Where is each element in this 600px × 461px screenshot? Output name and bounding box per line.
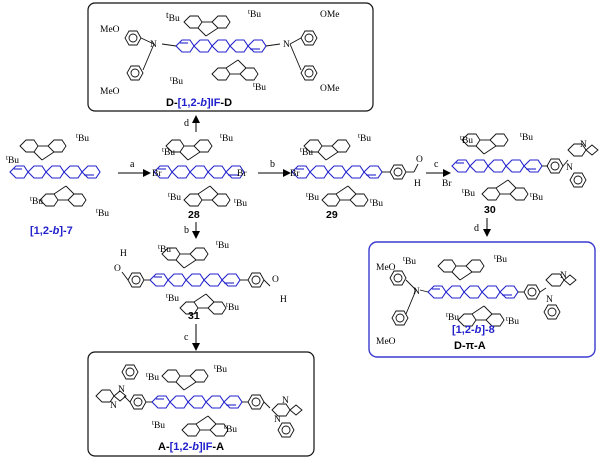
c29-tbu-3: tBu [306,191,319,203]
c31-tbu-1: tBu [158,243,171,255]
dd-tbu-1: tBu [166,11,180,24]
aa-n-2: N [110,401,117,411]
c31-label: 31 [188,310,200,322]
c29-label: 29 [326,209,338,221]
c8-n-bot: N [546,295,553,305]
c8-meo-top: MeO [376,263,396,273]
cond-d-up: d [184,118,189,129]
c31-o-left: O [114,264,121,274]
compound-7-molecule [9,139,101,207]
c29-o: O [416,155,423,165]
c31-o-right: O [272,275,279,285]
c28-tbu-4: tBu [234,197,247,209]
aa-tbu-1: tBu [146,371,159,383]
aa-label: A-[1,2-b]IF-A [158,441,224,453]
c8-n-top: N [560,271,567,281]
cond-d-down: d [474,223,479,234]
dd-ome-bot: OMe [320,84,340,94]
dd-n-left: N [150,40,157,50]
dd-meo-top: MeO [100,25,120,35]
compound-8-molecule [389,259,577,327]
aa-tbu-3: tBu [152,419,165,431]
dd-tbu-3: tBu [170,75,183,87]
aa-n-1: N [118,385,125,395]
cond-c-right: c [434,159,439,170]
aa-n-3: N [282,396,289,406]
c30-tbu-4: tBu [530,191,543,203]
compound-31-molecule [121,247,271,315]
c8-tbu-4: tBu [506,315,519,327]
c30-br: Br [442,179,452,189]
c30-tbu-3: tBu [462,187,475,199]
dpa-box [368,241,596,358]
c8-tbu-3: tBu [446,311,459,323]
c29-tbu-2: tBu [358,132,371,144]
aa-n-4: N [274,415,281,425]
c31-tbu-2: tBu [216,239,229,251]
c30-tbu-2: tBu [520,131,533,143]
cond-b-right: b [270,159,275,170]
compound-29-molecule [291,139,419,207]
c29-tbu-4: tBu [370,197,383,209]
dd-tbu-2: tBu [248,8,261,20]
c29-br: Br [290,169,300,179]
dd-molecule [124,15,318,81]
c28-label: 28 [188,209,200,221]
dd-label: D-[1,2-b]IF-D [166,97,232,109]
c29-h: H [414,179,421,189]
c7-tbu-1: tBu [6,154,19,166]
c7-tbu-4: tBu [96,207,109,219]
c31-h-right: H [280,295,287,305]
c7-tbu-3: tBu [30,195,43,207]
c30-tbu-1: tBu [460,134,473,146]
dd-meo-bot: MeO [100,87,120,97]
dpa-label: D-π-A [454,340,486,352]
c7-tbu-2: tBu [76,132,89,144]
aa-box [87,351,315,457]
c30-n-top: N [580,140,587,150]
aa-molecule [95,364,303,438]
c29-tbu-1: tBu [300,146,313,158]
c28-tbu-2: tBu [220,132,233,144]
c8-meo-bot: MeO [376,337,396,347]
c30-n-bot: N [566,163,573,173]
cond-c-down: c [184,332,189,343]
aa-tbu-4: tBu [224,423,237,435]
dd-ome-top: OMe [320,10,340,20]
c31-tbu-3: tBu [166,292,179,304]
c31-tbu-4: tBu [226,301,239,313]
cond-a: a [130,159,135,170]
aa-tbu-2: tBu [214,363,227,375]
cond-b-down: b [184,225,189,236]
c28-tbu-3: tBu [168,191,181,203]
dd-tbu-4: tBu [253,81,266,93]
c8-label: [1,2-b]-8 [452,324,495,336]
c7-label: [1,2-b]-7 [30,225,73,237]
c8-tbu-1: tBu [403,255,416,267]
dd-box [87,2,374,112]
c30-label: 30 [484,204,496,216]
c28-br-left: Br [152,169,162,179]
dd-n-right: N [283,40,290,50]
c8-tbu-2: tBu [494,253,507,265]
c8-n-amine: N [413,287,420,297]
c31-h-left: H [120,249,127,259]
c28-tbu-1: tBu [162,146,175,158]
c28-br-right: Br [237,169,247,179]
compound-30-molecule [451,133,599,201]
